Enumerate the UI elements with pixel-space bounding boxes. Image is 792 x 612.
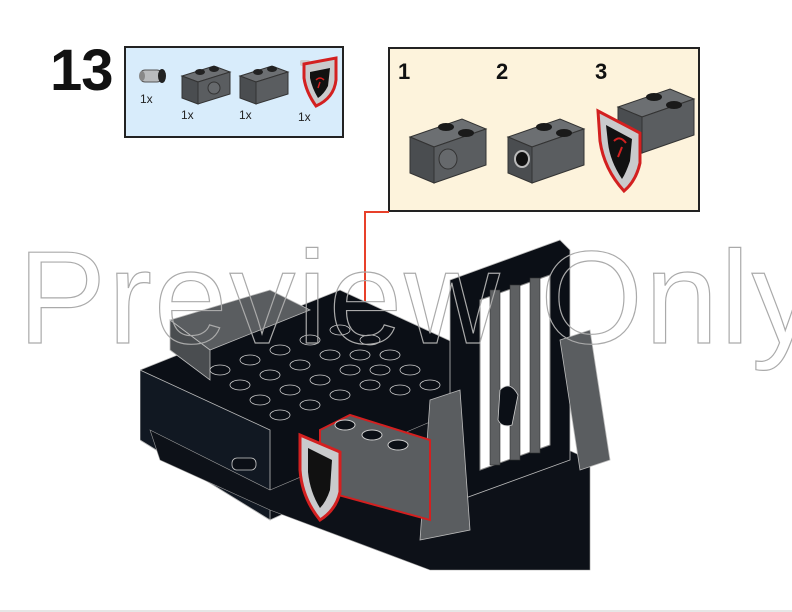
model-illustration [140, 239, 611, 571]
part-qty: 1x [298, 110, 311, 124]
sub-step-label: 3 [595, 59, 608, 84]
technic-pin-on-model [231, 457, 257, 471]
step-number: 13 [50, 38, 114, 103]
sub-assembly-box: 1 2 3 [388, 47, 700, 212]
sub-step-3-assembly-icon [596, 88, 696, 194]
sub-step-1-brick-icon [408, 118, 488, 184]
technic-pin-icon [139, 69, 166, 83]
sub-step-2-brick-icon [506, 118, 586, 184]
brick-1x2-icon [238, 65, 290, 105]
part-qty: 1x [239, 108, 252, 122]
shield-icon [300, 56, 338, 108]
sub-step-label: 1 [398, 59, 411, 84]
part-qty: 1x [140, 92, 153, 106]
preview-watermark: Preview Only [17, 224, 792, 371]
parts-list-box: 1x 1x 1x 1x [124, 46, 344, 138]
part-qty: 1x [181, 108, 194, 122]
footer-divider [0, 610, 792, 612]
technic-brick-icon [180, 65, 232, 105]
sub-step-label: 2 [496, 59, 509, 84]
callout-line [364, 211, 389, 213]
